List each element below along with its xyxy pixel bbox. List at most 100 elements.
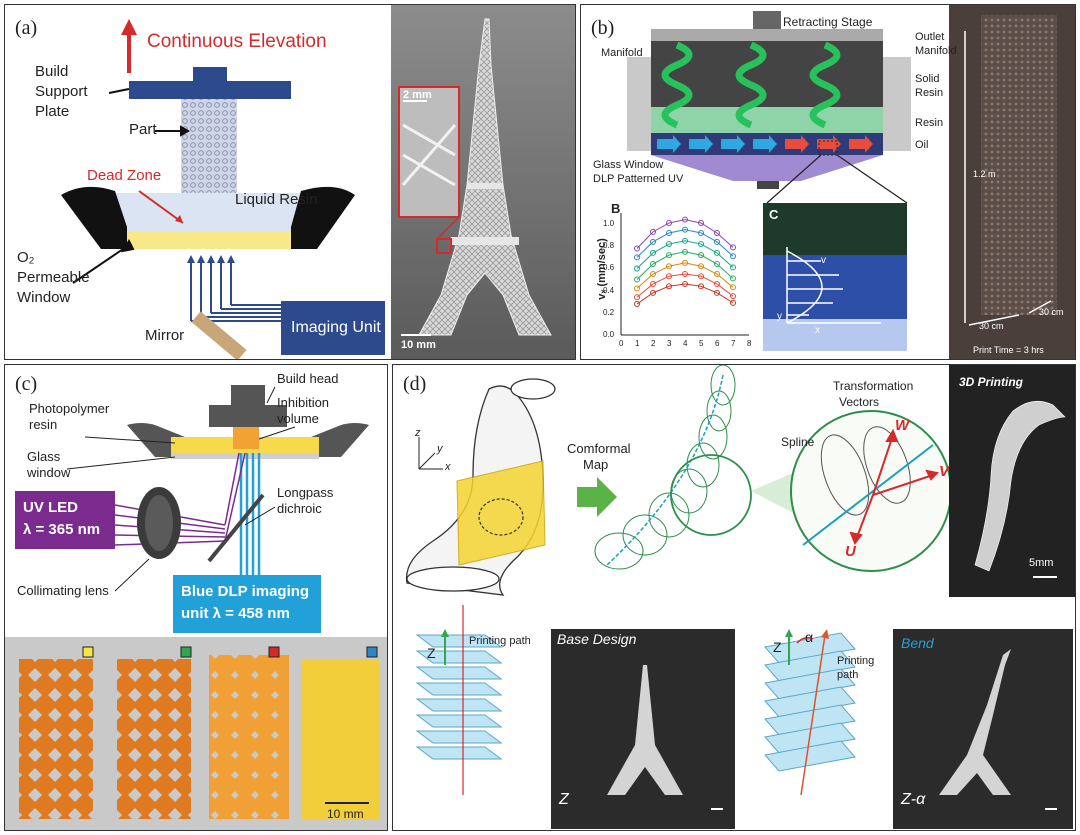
oil-label: Oil (915, 139, 929, 151)
chart-b-series (634, 216, 736, 307)
spline-label: Spline (781, 435, 815, 449)
c-x-label: x (815, 325, 820, 336)
chart-series-line (636, 273, 734, 298)
longpass-label: Longpass (277, 485, 334, 500)
scale-10mm: 10 mm (401, 339, 436, 351)
dlp-label: DLP Patterned UV (593, 173, 684, 185)
depth-label: 30 cm (1039, 307, 1064, 317)
chart-x-tick: 2 (651, 339, 656, 348)
outlet-manifold-label: Manifold (915, 45, 957, 57)
map-label: Map (583, 457, 609, 472)
chart-x-tick: 3 (667, 339, 672, 348)
resin-c-label: resin (29, 417, 58, 432)
chart-series-line (636, 262, 734, 289)
o2-label: O₂ (17, 249, 35, 266)
sample-red (209, 655, 289, 819)
chart-point (650, 249, 656, 256)
inset-b-label: B (611, 201, 621, 216)
chart-x-tick: 1 (635, 339, 640, 348)
w-label: W (895, 417, 910, 434)
photopolymer-label: Photopolymer (29, 401, 110, 416)
inhibition-volume (233, 427, 259, 449)
sample-green (117, 659, 191, 819)
chart-point (650, 289, 656, 296)
scale-10mm-c: 10 mm (327, 807, 364, 821)
dichroic-label: dichroic (277, 501, 322, 516)
chart-point (682, 248, 688, 255)
chart-point (666, 252, 672, 259)
zoom-circle-large (790, 410, 952, 572)
velocity-profile (786, 247, 881, 324)
panel-c-label: (c) (15, 373, 38, 395)
blue-dlp-box (173, 575, 321, 633)
manifold-label: Manifold (601, 47, 643, 59)
chart-y-tick: 0.4 (603, 285, 615, 295)
chart-point (650, 238, 656, 245)
chart-point (682, 216, 688, 223)
chart-x-tick: 4 (683, 339, 688, 348)
mirror (191, 311, 247, 359)
cutting-plane (456, 460, 546, 566)
xyz-axes (418, 437, 443, 470)
chart-point (730, 275, 736, 282)
panel-a: (a) Continuous Elevation Build Support P… (4, 4, 576, 360)
chart-y-tick: 1.0 (603, 219, 615, 229)
3d-print-photo (949, 365, 1075, 597)
vectors-label: Vectors (839, 395, 880, 409)
printing-path-label: Printing path (469, 635, 531, 647)
chart-series-line (636, 229, 734, 258)
plate-label: Plate (35, 103, 70, 120)
imaging-unit (281, 301, 385, 355)
scale-2mm: 2 mm (403, 89, 432, 101)
chart-series-line (636, 219, 734, 249)
build-support-plate (129, 81, 291, 99)
chart-x-tick: 6 (715, 339, 720, 348)
window-label: Window (17, 289, 71, 306)
build-head-label: Build head (277, 371, 339, 386)
dead-zone-label: Dead Zone (87, 167, 162, 184)
print-time-label: Print Time = 3 hrs (973, 345, 1044, 355)
chart-b-axes (620, 213, 749, 336)
chart-point (698, 252, 704, 259)
chart-point (682, 237, 688, 244)
panel-d: (d) z y x Comformal Map Transformation V… (392, 364, 1076, 831)
eiffel-tower-shape (398, 18, 552, 336)
chart-point (634, 300, 640, 307)
chart-point (714, 280, 720, 287)
chart-point (714, 261, 720, 268)
z-caption: Z (559, 791, 569, 808)
part-label: Part (129, 121, 157, 138)
eiffel-photo: 2 mm 10 mm (391, 5, 575, 359)
chart-point (666, 229, 672, 236)
chart-point (714, 289, 720, 296)
spline-ellipses (594, 365, 736, 570)
c-v-label: v (821, 255, 826, 266)
chart-x-tick: 7 (731, 339, 736, 348)
axis-z: z (415, 427, 421, 439)
liquid-resin-label: Liquid Resin (235, 191, 318, 208)
bend-label: Bend (901, 635, 934, 651)
chart-series-line (636, 240, 734, 269)
chart-point (650, 271, 656, 277)
chart-point (730, 293, 736, 300)
uv-led-label: UV LED (23, 499, 79, 516)
chart-point (634, 265, 640, 272)
panel-b-label: (b) (591, 17, 615, 39)
chart-point (698, 219, 704, 226)
glass-label: Glass (27, 449, 61, 464)
retracting-stage-label: Retracting Stage (783, 15, 873, 29)
chart-y-tick: 0.6 (603, 263, 615, 273)
volume-label: volume (277, 411, 319, 426)
panel-a-diagram (61, 19, 385, 359)
chart-point (634, 294, 640, 301)
resin-tray-left (61, 186, 127, 249)
chart-x-tick: 0 (619, 339, 624, 348)
chart-point (698, 229, 704, 236)
chart-point (730, 253, 736, 260)
chart-point (666, 241, 672, 248)
resin-tray-right (291, 186, 355, 249)
solid-resin-label: Resin (915, 87, 944, 99)
z-alpha-caption: Z-α (901, 791, 926, 808)
conformal-label: Comformal (567, 441, 631, 456)
resin-label: Resin (915, 117, 944, 129)
